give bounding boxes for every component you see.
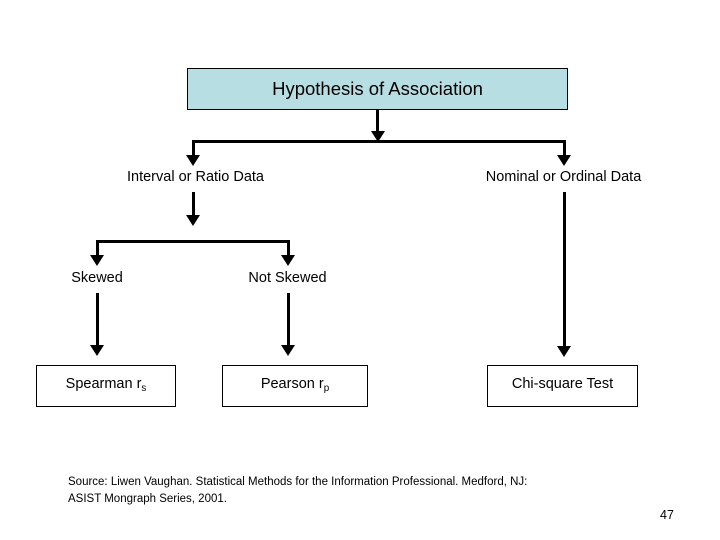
edge-level2-stem (192, 192, 195, 218)
edge-nominal-to-chisquare-arrowhead (557, 346, 571, 357)
node-interval-or-ratio-data: Interval or Ratio Data (78, 168, 313, 188)
edge-level2-split-bar (96, 240, 290, 243)
node-label-main: Chi-square Test (511, 376, 614, 393)
source-citation-line-1: Source: Liwen Vaughan. Statistical Metho… (68, 476, 528, 488)
edge-skewed-to-spearman (96, 293, 99, 347)
node-label-main: Spearman r (65, 376, 142, 393)
edge-notskewed-to-pearson-arrowhead (281, 345, 295, 356)
node-not-skewed: Not Skewed (222, 269, 353, 289)
edge-level1-left-leg (192, 140, 195, 157)
node-label-subscript: p (323, 382, 330, 394)
node-hypothesis-of-association: Hypothesis of Association (187, 68, 568, 110)
edge-level1-split-bar (192, 140, 566, 143)
edge-level2-right-arrowhead (281, 255, 295, 266)
edge-level1-left-arrowhead (186, 155, 200, 166)
node-label: Hypothesis of Association (272, 77, 483, 99)
edge-level2-left-leg (96, 240, 99, 257)
edge-level2-right-leg (287, 240, 290, 257)
source-citation-line-2: ASIST Mongraph Series, 2001. (68, 492, 227, 505)
node-label: Interval or Ratio Data (126, 169, 264, 186)
edge-level1-right-arrowhead (557, 155, 571, 166)
edge-root-stem-arrowhead (371, 131, 385, 142)
edge-level2-stem-arrowhead (186, 215, 200, 226)
node-nominal-or-ordinal-data: Nominal or Ordinal Data (443, 168, 684, 188)
edge-notskewed-to-pearson (287, 293, 290, 347)
node-spearman-rs: Spearman rs (36, 365, 176, 407)
node-label: Spearman rs (65, 376, 147, 395)
page-number: 47 (660, 508, 674, 522)
node-label: Pearson rp (260, 376, 330, 395)
source-citation: Source: Liwen Vaughan. Statistical Metho… (68, 474, 668, 507)
edge-level2-left-arrowhead (90, 255, 104, 266)
edge-level1-right-leg (563, 140, 566, 157)
node-label: Nominal or Ordinal Data (485, 169, 642, 186)
node-skewed: Skewed (45, 269, 149, 289)
node-label-main: Pearson r (260, 376, 324, 393)
edge-root-stem (376, 110, 379, 134)
node-chi-square-test: Chi-square Test (487, 365, 638, 407)
edge-nominal-to-chisquare (563, 192, 566, 348)
edge-skewed-to-spearman-arrowhead (90, 345, 104, 356)
node-label: Chi-square Test (511, 376, 614, 395)
node-label: Skewed (71, 270, 123, 287)
node-label: Not Skewed (248, 270, 327, 287)
node-label-subscript: s (141, 382, 147, 394)
node-pearson-rp: Pearson rp (222, 365, 368, 407)
